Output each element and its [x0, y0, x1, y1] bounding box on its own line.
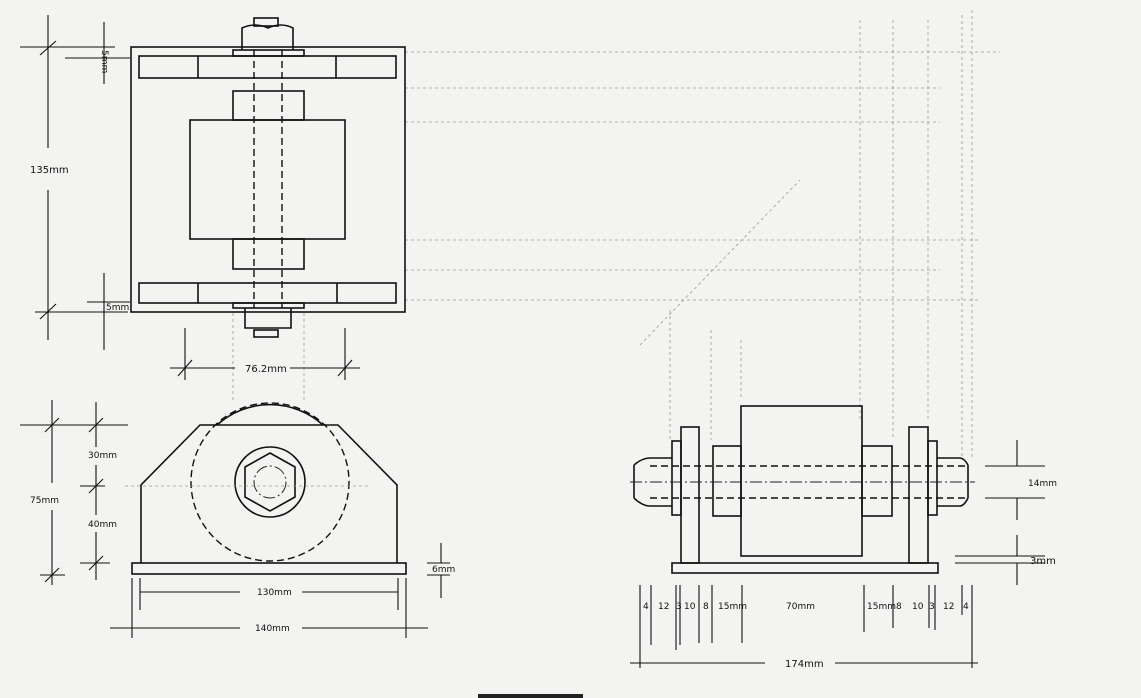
dim-140mm: 140mm — [255, 624, 290, 634]
seg-left-5: 15mm — [718, 602, 747, 612]
page-edge-mark — [478, 694, 583, 698]
dim-top-5mm: 5mm — [99, 50, 109, 73]
seg-left-0: 4 — [643, 602, 649, 612]
seg-right-2: 10 — [912, 602, 924, 612]
dim-70mm: 70mm — [786, 602, 815, 612]
dim-14mm: 14mm — [1028, 479, 1057, 489]
segment-ticks — [650, 585, 963, 650]
dim-75mm: 75mm — [30, 496, 59, 506]
dim-6mm: 6mm — [432, 565, 455, 575]
seg-left-3: 10 — [684, 602, 696, 612]
dim-30mm: 30mm — [88, 451, 117, 461]
side-view — [630, 405, 975, 574]
seg-left-4: 8 — [703, 602, 709, 612]
seg-left-1: 12 — [658, 602, 669, 612]
seg-right-5: 4 — [963, 602, 969, 612]
plan-view — [130, 17, 406, 338]
plan-dimensions: 5mm 5mm 135mm 76.2mm — [20, 15, 360, 380]
dim-130mm: 130mm — [257, 588, 292, 598]
construction-lines — [232, 10, 1000, 460]
seg-right-0: 15mm — [867, 602, 896, 612]
dim-135mm: 135mm — [30, 165, 69, 176]
dim-40mm: 40mm — [88, 520, 117, 530]
seg-left-2: 3 — [676, 602, 682, 612]
front-view — [125, 402, 407, 575]
seg-right-1: 8 — [896, 602, 902, 612]
dim-76-2mm: 76.2mm — [245, 364, 287, 375]
dim-bottom-5mm: 5mm — [106, 303, 129, 313]
front-dimensions: 30mm 40mm 75mm 6mm 130mm 140mm — [20, 400, 455, 638]
dim-3mm: 3mm — [1030, 556, 1056, 567]
seg-right-4: 12 — [943, 602, 954, 612]
dim-174mm: 174mm — [785, 659, 824, 670]
seg-right-3: 3 — [929, 602, 935, 612]
side-dimensions: 14mm 3mm 4 12 3 10 8 15mm 70mm 15mm 8 10… — [630, 440, 1057, 670]
